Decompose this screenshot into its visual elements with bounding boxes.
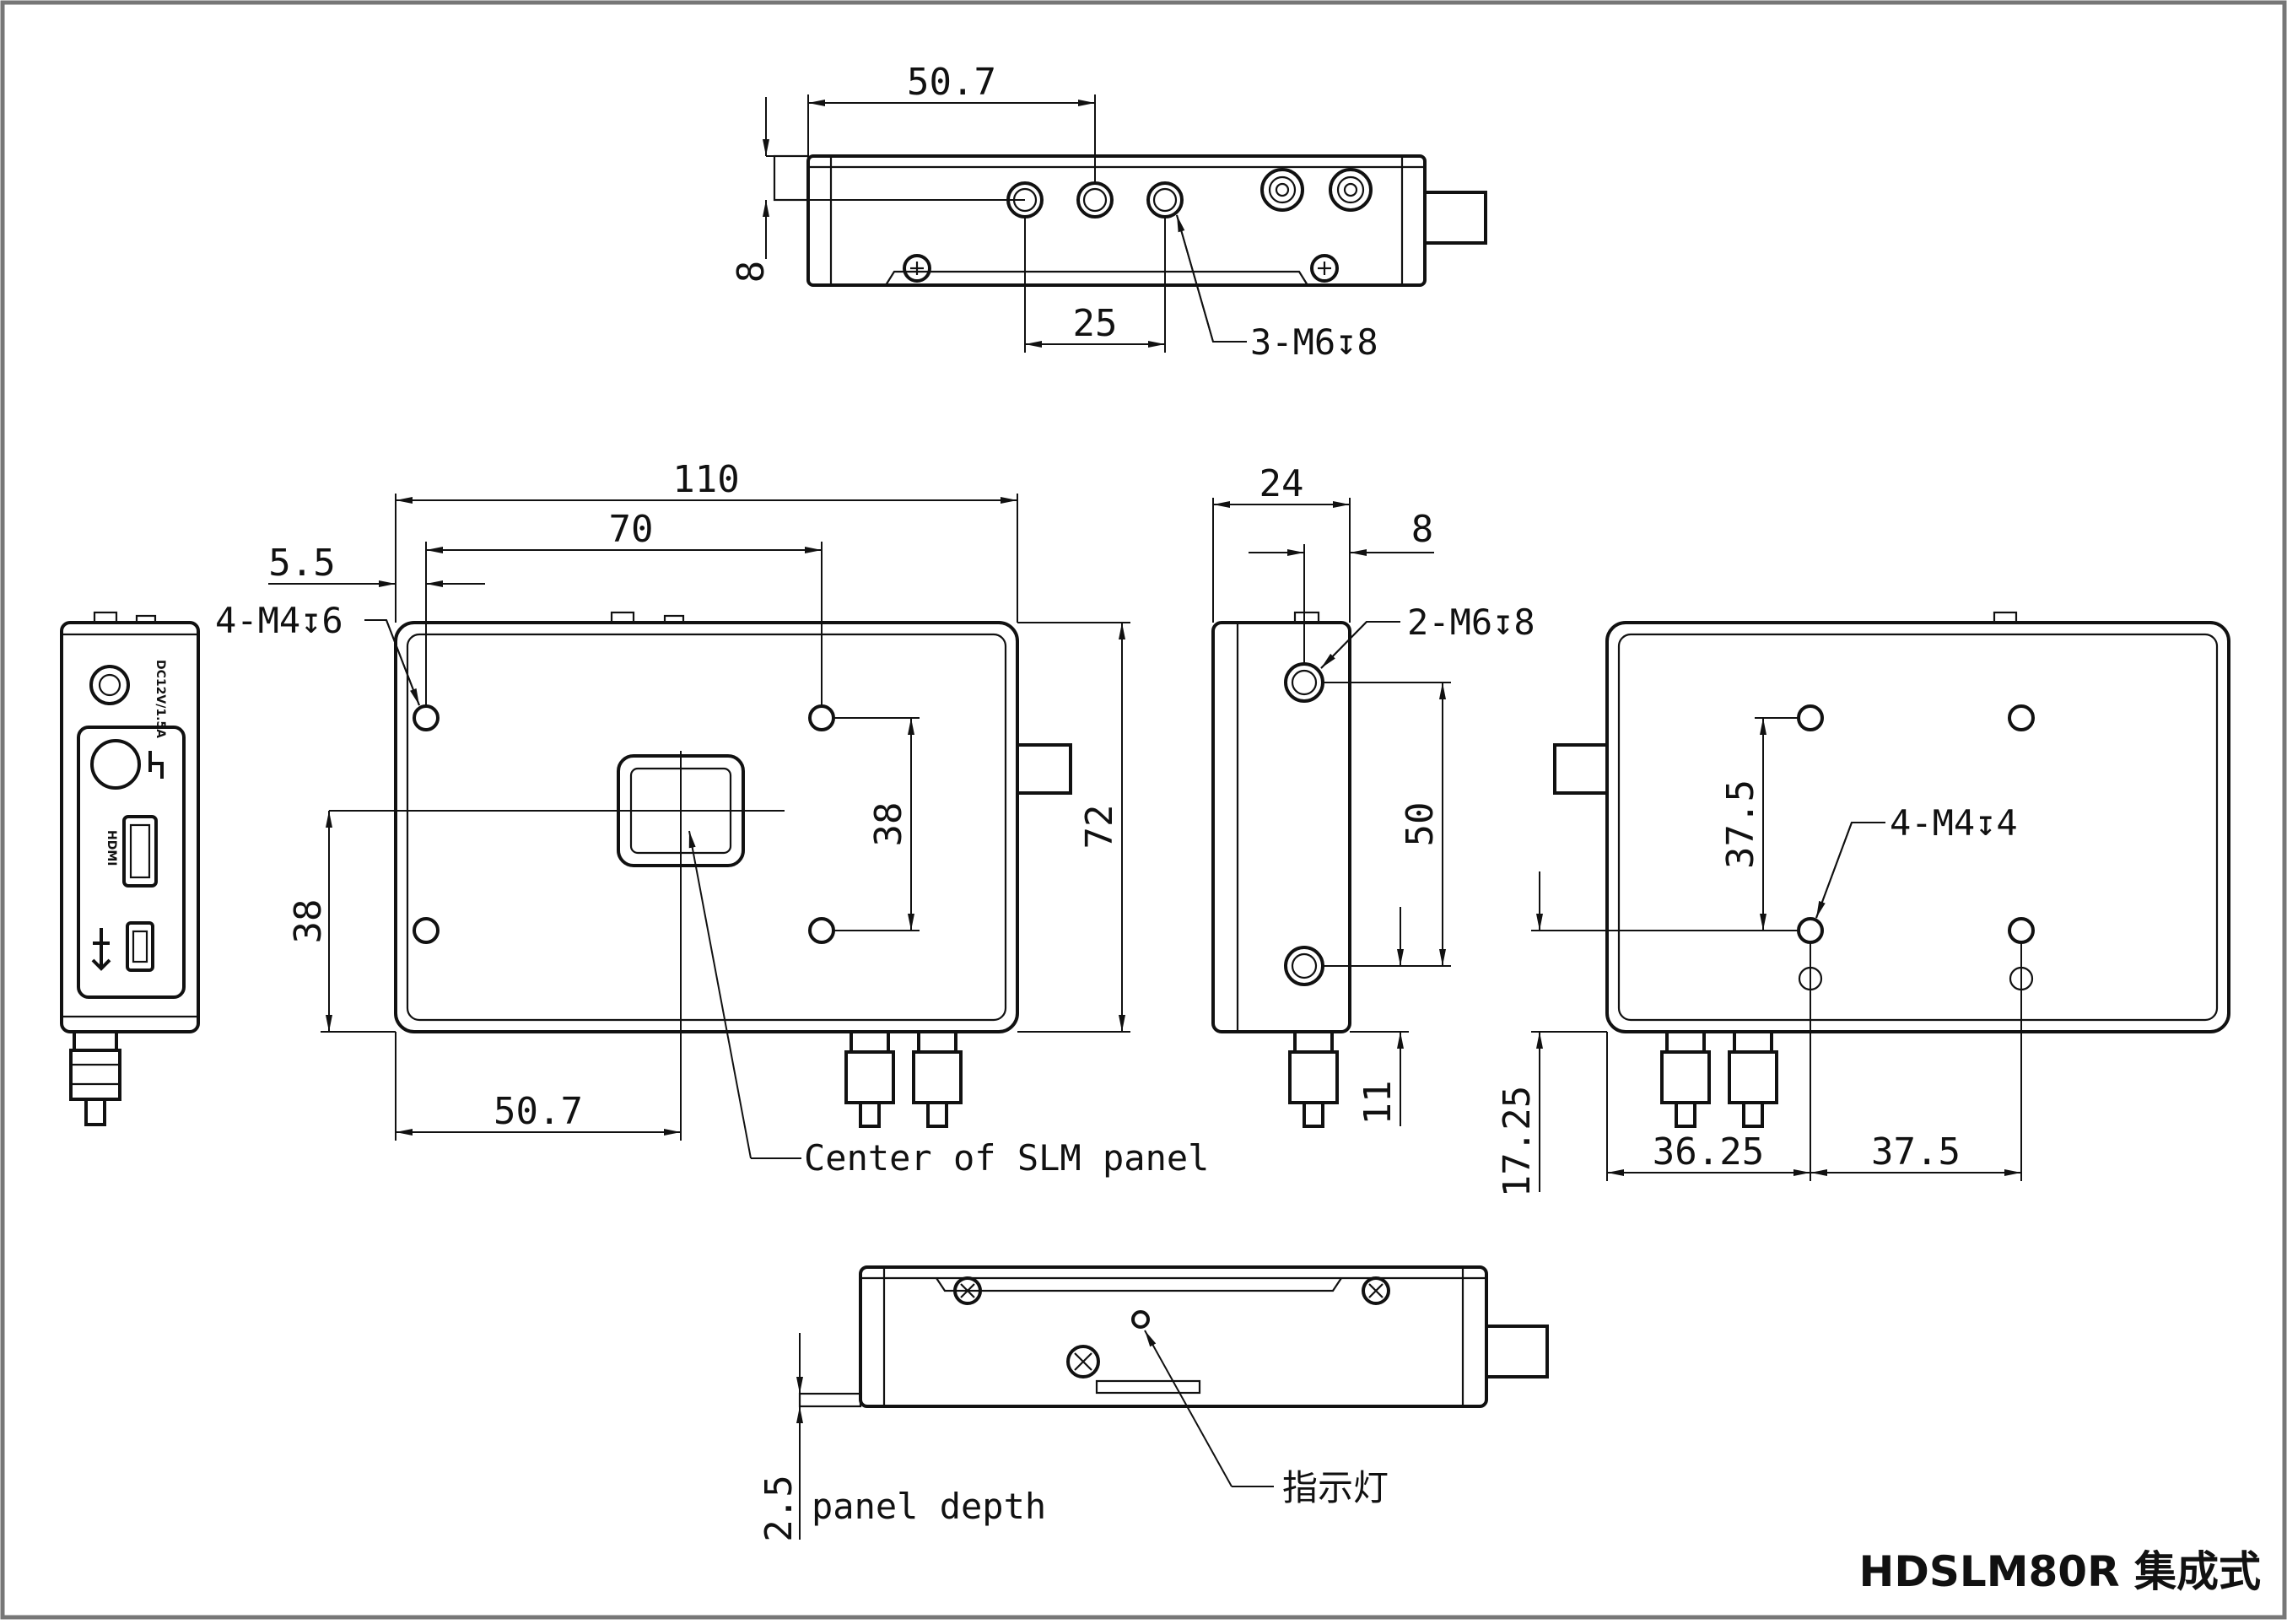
top-dim-hole-pitch: 25 [1073, 302, 1118, 345]
io-plate [77, 726, 186, 999]
bottom-dim-panel-depth: 2.5 [758, 1475, 801, 1541]
back-mount-holes [1797, 704, 2035, 991]
top-dim-height: 8 [730, 261, 773, 283]
front-dim-hole-span: 70 [609, 508, 654, 551]
connector-panel-body [60, 621, 200, 1033]
usb-port-icon [126, 921, 154, 972]
front-dim-hole-vertical: 38 [867, 802, 910, 847]
indicator-led-icon [1131, 1310, 1150, 1329]
front-dim-edge-offset: 5.5 [268, 542, 335, 585]
back-dim-x-offset: 36.25 [1653, 1130, 1764, 1173]
side-dim-depth: 24 [1259, 462, 1304, 505]
back-view: 37.5 4-M4↧4 17.25 36.25 37.5 [1496, 611, 2230, 1197]
top-view-screws [903, 254, 1339, 283]
side-dim-bottom: 11 [1357, 1081, 1400, 1125]
usb-symbol-icon [91, 928, 111, 971]
front-dim-height: 72 [1078, 805, 1121, 850]
back-view-body [1605, 621, 2230, 1033]
power-label: DC12V/1.5A [154, 660, 167, 738]
back-hole-callout: 4-M4↧4 [1890, 802, 2018, 844]
side-view-body [1211, 621, 1351, 1033]
back-dim-hole-pitch: 37.5 [1871, 1130, 1961, 1173]
hdmi-label: HDMI [105, 830, 118, 866]
front-hole-callout: 4-M4↧6 [215, 600, 343, 641]
front-mount-holes [413, 704, 835, 944]
side-dim-hole-pitch: 50 [1399, 802, 1442, 847]
front-dim-width: 110 [672, 458, 739, 501]
top-view-body [806, 154, 1427, 287]
top-view-cable-stub [1423, 191, 1487, 245]
front-sma-connectors [844, 1030, 963, 1128]
front-cable-stub [1016, 743, 1072, 795]
slm-center-label: Center of SLM panel [804, 1137, 1209, 1179]
side-mount-holes [1284, 662, 1324, 986]
side-view: 24 8 2-M6↧8 50 11 [1211, 462, 1535, 1128]
front-view: 110 70 5.5 4-M4↧6 38 72 38 50.7 C [215, 458, 1209, 1179]
panel-depth-label: panel depth [812, 1486, 1046, 1527]
drawing-title: HDSLM80R 集成式 [1859, 1547, 2261, 1596]
back-sma-connectors [1660, 1030, 1778, 1128]
top-view-sma-connectors [1260, 168, 1373, 212]
bottom-view: 2.5 panel depth 指示灯 [758, 1265, 1549, 1542]
bottom-screws [953, 1276, 1390, 1379]
front-dim-center-height: 38 [287, 899, 330, 944]
top-dim-spacing-left: 50.7 [907, 61, 996, 104]
front-dim-center-x: 50.7 [494, 1090, 583, 1133]
top-view: 50.7 8 25 3-M6↧8 [730, 61, 1487, 363]
top-view-mount-holes [1006, 181, 1184, 219]
audio-jack-icon [90, 739, 141, 790]
back-cable-stub [1553, 743, 1609, 795]
side-dim-hole-offset: 8 [1411, 508, 1434, 551]
power-jack-icon [89, 665, 130, 705]
indicator-label: 指示灯 [1282, 1467, 1389, 1508]
connector-panel-view: DC12V/1.5A HDMI [60, 611, 200, 1126]
top-hole-callout: 3-M6↧8 [1250, 321, 1378, 363]
back-dim-height-offset: 17.25 [1496, 1086, 1539, 1197]
hdmi-port-icon [122, 815, 158, 888]
back-dim-hole-vertical: 37.5 [1719, 780, 1762, 869]
bottom-cable-stub [1485, 1325, 1549, 1379]
trigger-icon [148, 751, 164, 779]
front-view-body [394, 621, 1019, 1033]
side-hole-callout: 2-M6↧8 [1407, 602, 1535, 643]
